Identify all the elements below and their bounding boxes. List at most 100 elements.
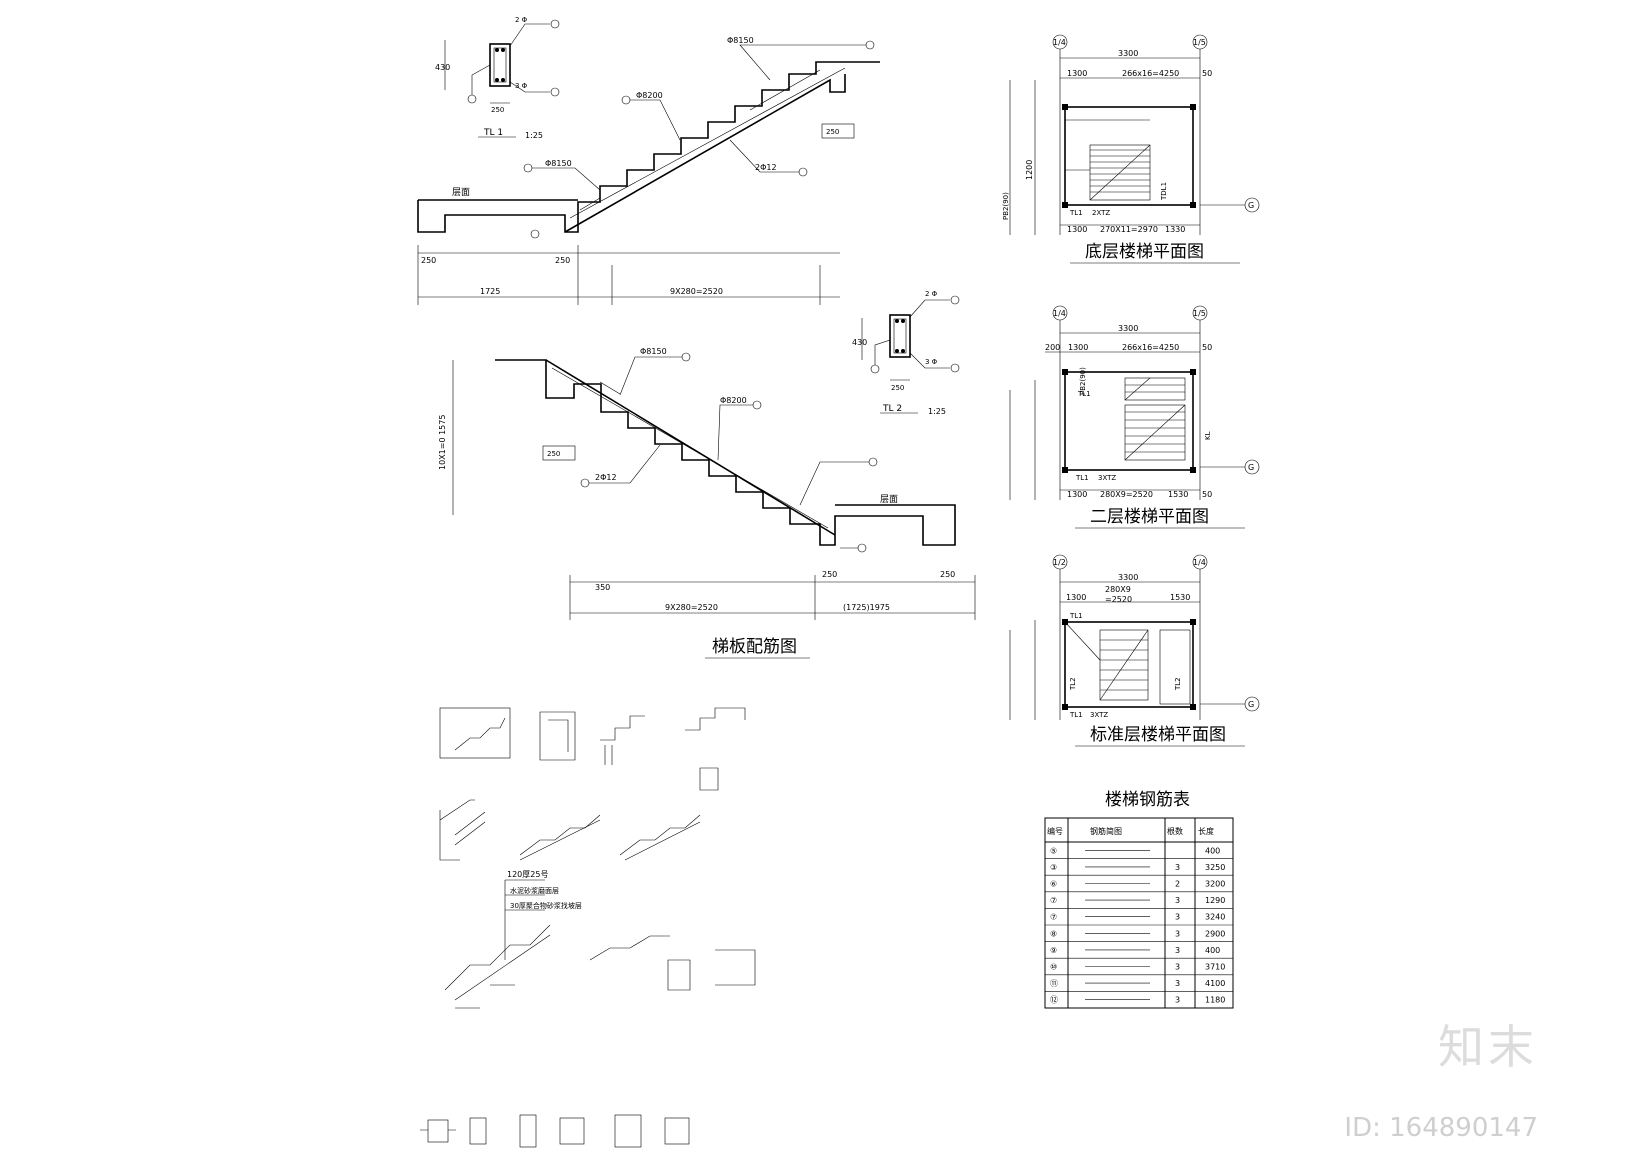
- detail-note-2: 水泥砂浆磨面层: [510, 886, 559, 895]
- dim-250-tl2: 250: [940, 570, 955, 579]
- ground-top-right: 50: [1202, 69, 1212, 78]
- standard-top-mid2: =2520: [1105, 595, 1132, 604]
- rebar-row-count: 3: [1175, 946, 1180, 955]
- rebar-row-length: 1290: [1205, 896, 1225, 905]
- rebar-row-count: 3: [1175, 929, 1180, 938]
- ground-top-mid: 266x16=4250: [1122, 69, 1179, 78]
- ground-side-dim: 1200: [1025, 160, 1034, 180]
- bar-label-d: 2Φ12: [755, 163, 777, 172]
- ground-pb: PB2(90): [1002, 192, 1010, 220]
- tl2-section: 430 2 Φ 3 Φ 250 TL 2 1:25: [852, 290, 960, 416]
- lower-stair-section: Φ8150 Φ8200 2Φ12 层面 250 10X1=0 1575 350 …: [438, 347, 976, 659]
- rebar-row-no: ③: [1050, 863, 1057, 872]
- rebar-row-length: 2900: [1205, 929, 1225, 938]
- detail-drawings: 120厚25号 水泥砂浆磨面层 30厚聚合物砂浆找坡层: [420, 707, 756, 1148]
- rebar-header-shape: 钢筋简图: [1090, 826, 1122, 836]
- second-pb: PB2(90): [1079, 367, 1087, 395]
- bar-label-e: Φ8150: [640, 347, 667, 356]
- ground-axis-left: 1/4: [1053, 38, 1066, 47]
- rebar-row-no: ⑤: [1050, 846, 1057, 855]
- floor-level-label: 层面: [452, 187, 470, 198]
- detail-row-2: [439, 799, 701, 861]
- ground-floor-plan: 1/4 1/5 3300 1300 266x16=4250 50 1200 PB…: [1002, 34, 1260, 264]
- tl1-section: 430 2 Φ 3 Φ 250 TL 1 1:25: [435, 16, 560, 140]
- ground-top-left: 1300: [1067, 69, 1087, 78]
- standard-axis-right: 1/4: [1193, 558, 1206, 567]
- second-bottom-mid: 280X9=2520: [1100, 490, 1153, 499]
- ground-xtz: 2XTZ: [1092, 209, 1110, 217]
- rebar-row-length: 3710: [1205, 962, 1225, 971]
- second-bottom-right: 1530: [1168, 490, 1188, 499]
- dim-1725-1975: (1725)1975: [843, 603, 890, 612]
- rebar-row-length: 3250: [1205, 863, 1225, 872]
- floor-level-label-2: 层面: [880, 494, 898, 505]
- rebar-row-length: 400: [1205, 846, 1220, 855]
- second-bottom-far: 50: [1202, 490, 1212, 499]
- ground-axis-g: G: [1248, 201, 1254, 210]
- bar-label-c: Φ8200: [636, 91, 663, 100]
- bar-label-f: Φ8200: [720, 396, 747, 405]
- rebar-header-count: 根数: [1167, 826, 1183, 836]
- ground-bottom-left: 1300: [1067, 225, 1087, 234]
- second-kl: KL: [1204, 431, 1212, 440]
- tl2-dim-250: 250: [891, 384, 904, 392]
- ground-bottom-mid: 270X11=2970: [1100, 225, 1158, 234]
- rebar-row-count: 3: [1175, 896, 1180, 905]
- ground-bottom-right: 1330: [1165, 225, 1185, 234]
- second-tl1: TL1: [1077, 390, 1091, 398]
- detail-note-1: 120厚25号: [507, 870, 548, 879]
- slab-section-title: 梯板配筋图: [712, 637, 797, 657]
- second-tl1b: TL1: [1075, 474, 1089, 482]
- tl2-dim-430: 430: [852, 338, 867, 347]
- standard-tl1b: TL1: [1069, 711, 1083, 719]
- detail-row-3: 120厚25号 水泥砂浆磨面层 30厚聚合物砂浆找坡层: [444, 870, 756, 1009]
- dim-350: 350: [595, 583, 610, 592]
- dim-10x: 10X1=0 1575: [438, 415, 447, 470]
- rebar-row-count: 2: [1175, 879, 1180, 888]
- standard-tl2: TL2: [1069, 677, 1077, 691]
- second-plan-title: 二层楼梯平面图: [1090, 507, 1209, 527]
- standard-plan-title: 标准层楼梯平面图: [1090, 725, 1226, 745]
- rebar-row-count: 3: [1175, 996, 1180, 1005]
- rebar-row-no: ⑫: [1050, 996, 1058, 1005]
- tl1-scale: 1:25: [525, 131, 543, 140]
- dim-250-right: 250: [555, 256, 570, 265]
- ground-plan-title: 底层楼梯平面图: [1085, 242, 1204, 262]
- standard-axis-g: G: [1248, 700, 1254, 709]
- rebar-row-no: ⑦: [1050, 913, 1057, 922]
- tl2-top-bar: 2 Φ: [925, 290, 938, 298]
- standard-tl1: TL1: [1069, 612, 1083, 620]
- standard-top-mid: 280X9: [1105, 585, 1131, 594]
- tl1-top-bar: 2 Φ: [515, 16, 528, 24]
- lower-step-dim: 250: [547, 450, 560, 458]
- ground-total: 3300: [1118, 49, 1138, 58]
- rebar-row-no: ⑦: [1050, 896, 1057, 905]
- rebar-row-length: 3240: [1205, 913, 1225, 922]
- rebar-row-length: 3200: [1205, 879, 1225, 888]
- second-top-right: 50: [1202, 343, 1212, 352]
- detail-row-4: [420, 1114, 690, 1148]
- second-top-far-left: 200: [1045, 343, 1060, 352]
- tl1-dim-430: 430: [435, 63, 450, 72]
- detail-row-1: [439, 707, 746, 791]
- rebar-row-count: 3: [1175, 863, 1180, 872]
- rebar-row-length: 1180: [1205, 996, 1225, 1005]
- second-xtz: 3XTZ: [1098, 474, 1116, 482]
- bar-label-b: Φ8150: [545, 159, 572, 168]
- rebar-row-no: ⑨: [1050, 946, 1057, 955]
- dim-1725: 1725: [480, 287, 500, 296]
- standard-top-right: 1530: [1170, 593, 1190, 602]
- second-floor-plan: 1/4 1/5 3300 200 1300 266x16=4250 50 TL1…: [1009, 305, 1260, 529]
- bar-label-a: Φ8150: [727, 36, 754, 45]
- rebar-row-no: ⑧: [1050, 929, 1057, 938]
- ground-tl1: TL1: [1069, 209, 1083, 217]
- dim-250-tl: 250: [822, 570, 837, 579]
- second-total: 3300: [1118, 324, 1138, 333]
- second-axis-g: G: [1248, 463, 1254, 472]
- rebar-table-title: 楼梯钢筋表: [1105, 790, 1190, 810]
- ground-axis-right: 1/5: [1193, 38, 1206, 47]
- watermark-logo: 知末: [1438, 1020, 1538, 1074]
